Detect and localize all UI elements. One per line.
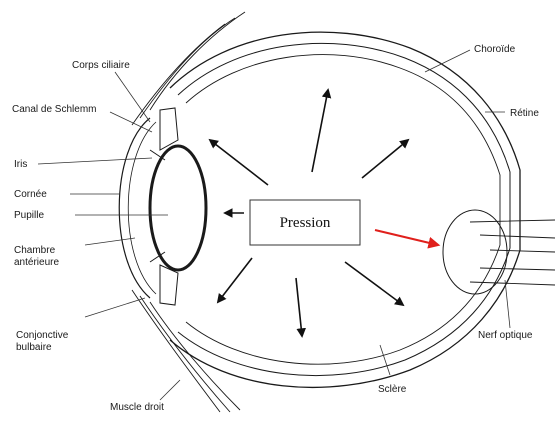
label-chambre-2: antérieure [14, 257, 59, 268]
label-conjonctive-2: bulbaire [16, 342, 52, 353]
pressure-label: Pression [280, 215, 331, 231]
label-choroide: Choroïde [474, 44, 516, 55]
label-pupille: Pupille [14, 210, 44, 221]
label-nerf-optique: Nerf optique [478, 330, 533, 341]
cornea-inner [128, 122, 156, 294]
label-muscle-droit: Muscle droit [110, 402, 164, 413]
pressure-arrow-icon [345, 262, 403, 305]
label-conjonctive-1: Conjonctive [16, 330, 69, 341]
label-canal-schlemm: Canal de Schlemm [12, 104, 96, 115]
ciliary-upper [160, 108, 178, 150]
pressure-arrow-icon [296, 278, 302, 336]
label-retine: Rétine [510, 108, 539, 119]
pressure-arrow-icon [362, 140, 408, 178]
cornea-outline [119, 118, 150, 298]
label-cornee: Cornée [14, 189, 47, 200]
label-chambre-1: Chambre [14, 245, 56, 256]
label-iris: Iris [14, 159, 27, 170]
pressure-arrow-icon [210, 140, 268, 185]
pressure-arrow-icon [312, 90, 328, 172]
label-corps-ciliaire: Corps ciliaire [72, 60, 130, 71]
label-sclere: Sclère [378, 384, 407, 395]
lower-muscle-2 [140, 296, 230, 412]
red-arrow-icon [375, 230, 438, 245]
lens-icon [150, 146, 206, 270]
pressure-arrow-icon [218, 258, 252, 302]
optic-nerve [470, 220, 555, 285]
lower-muscle [150, 302, 240, 410]
